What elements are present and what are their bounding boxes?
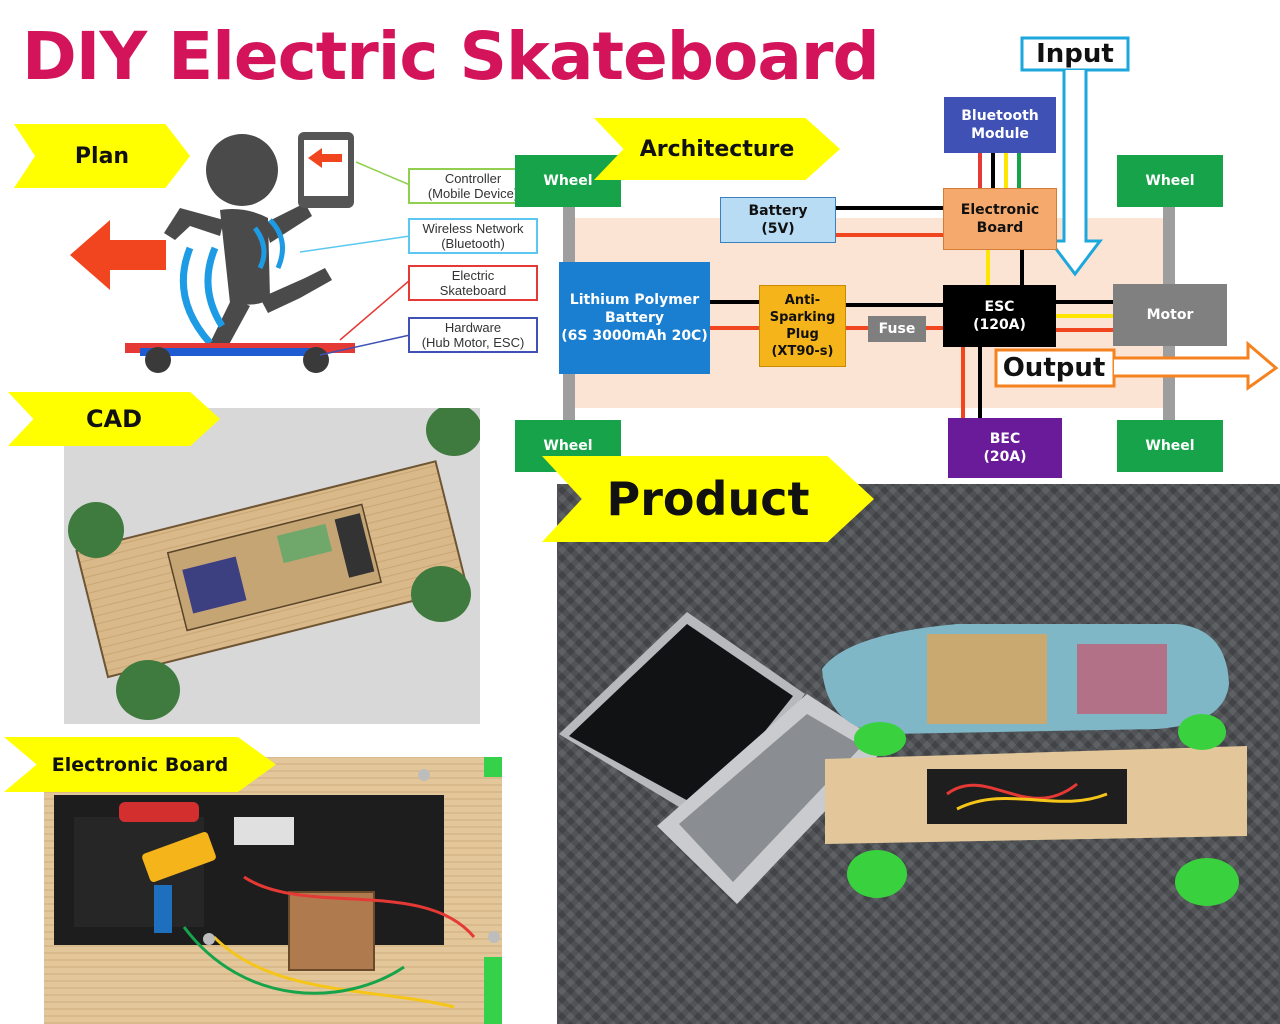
- callout-wireless: Wireless Network (Bluetooth): [408, 218, 538, 254]
- cad-model-illustration: [68, 408, 480, 720]
- plan-leader-lines: [299, 161, 411, 356]
- direction-arrow-icon: [70, 220, 166, 290]
- battery-5v: Battery (5V): [720, 197, 836, 243]
- output-label: Output: [1002, 353, 1106, 383]
- electronic-board-block: Electronic Board: [943, 188, 1057, 250]
- electronics-illustration: [54, 757, 502, 1024]
- esc-block: ESC (120A): [943, 285, 1056, 347]
- cad-section-label: CAD: [8, 392, 220, 446]
- electronic-board-section-label: Electronic Board: [4, 737, 276, 792]
- cad-label-text: CAD: [85, 405, 143, 433]
- anti-sparking-plug: Anti- Sparking Plug (XT90-s): [759, 285, 846, 367]
- input-label: Input: [1036, 39, 1114, 69]
- motor-block: Motor: [1113, 284, 1227, 346]
- wheel-front-right: Wheel: [1117, 155, 1223, 207]
- lipo-battery: Lithium Polymer Battery (6S 3000mAh 20C): [559, 262, 710, 374]
- product-section-label: Product: [542, 456, 874, 542]
- page-title: DIY Electric Skateboard: [22, 18, 880, 95]
- electronic-board-photo: [44, 757, 502, 1024]
- architecture-label-text: Architecture: [639, 136, 795, 162]
- product-illustration: [559, 612, 1247, 906]
- input-arrow-icon: [1020, 36, 1130, 277]
- product-label-text: Product: [606, 472, 810, 526]
- electronic-board-label-text: Electronic Board: [51, 753, 229, 776]
- plan-section-label: Plan: [14, 124, 190, 188]
- architecture-section-label: Architecture: [594, 118, 840, 180]
- rider-head-icon: [206, 134, 278, 206]
- product-photo: [557, 484, 1280, 1024]
- output-arrow-icon: [994, 340, 1279, 391]
- cad-render: [64, 408, 480, 724]
- rider-illustration: [125, 134, 355, 373]
- bec-block: BEC (20A): [948, 418, 1062, 478]
- wheel-front-left: Wheel: [515, 155, 621, 207]
- fuse-block: Fuse: [868, 316, 926, 342]
- bluetooth-module: Bluetooth Module: [944, 97, 1056, 153]
- callout-skateboard: Electric Skateboard: [408, 265, 538, 301]
- wheel-rear-right: Wheel: [1117, 420, 1223, 472]
- plan-label-text: Plan: [74, 143, 130, 169]
- callout-hardware: Hardware (Hub Motor, ESC): [408, 317, 538, 353]
- mobile-device-icon: [298, 132, 354, 208]
